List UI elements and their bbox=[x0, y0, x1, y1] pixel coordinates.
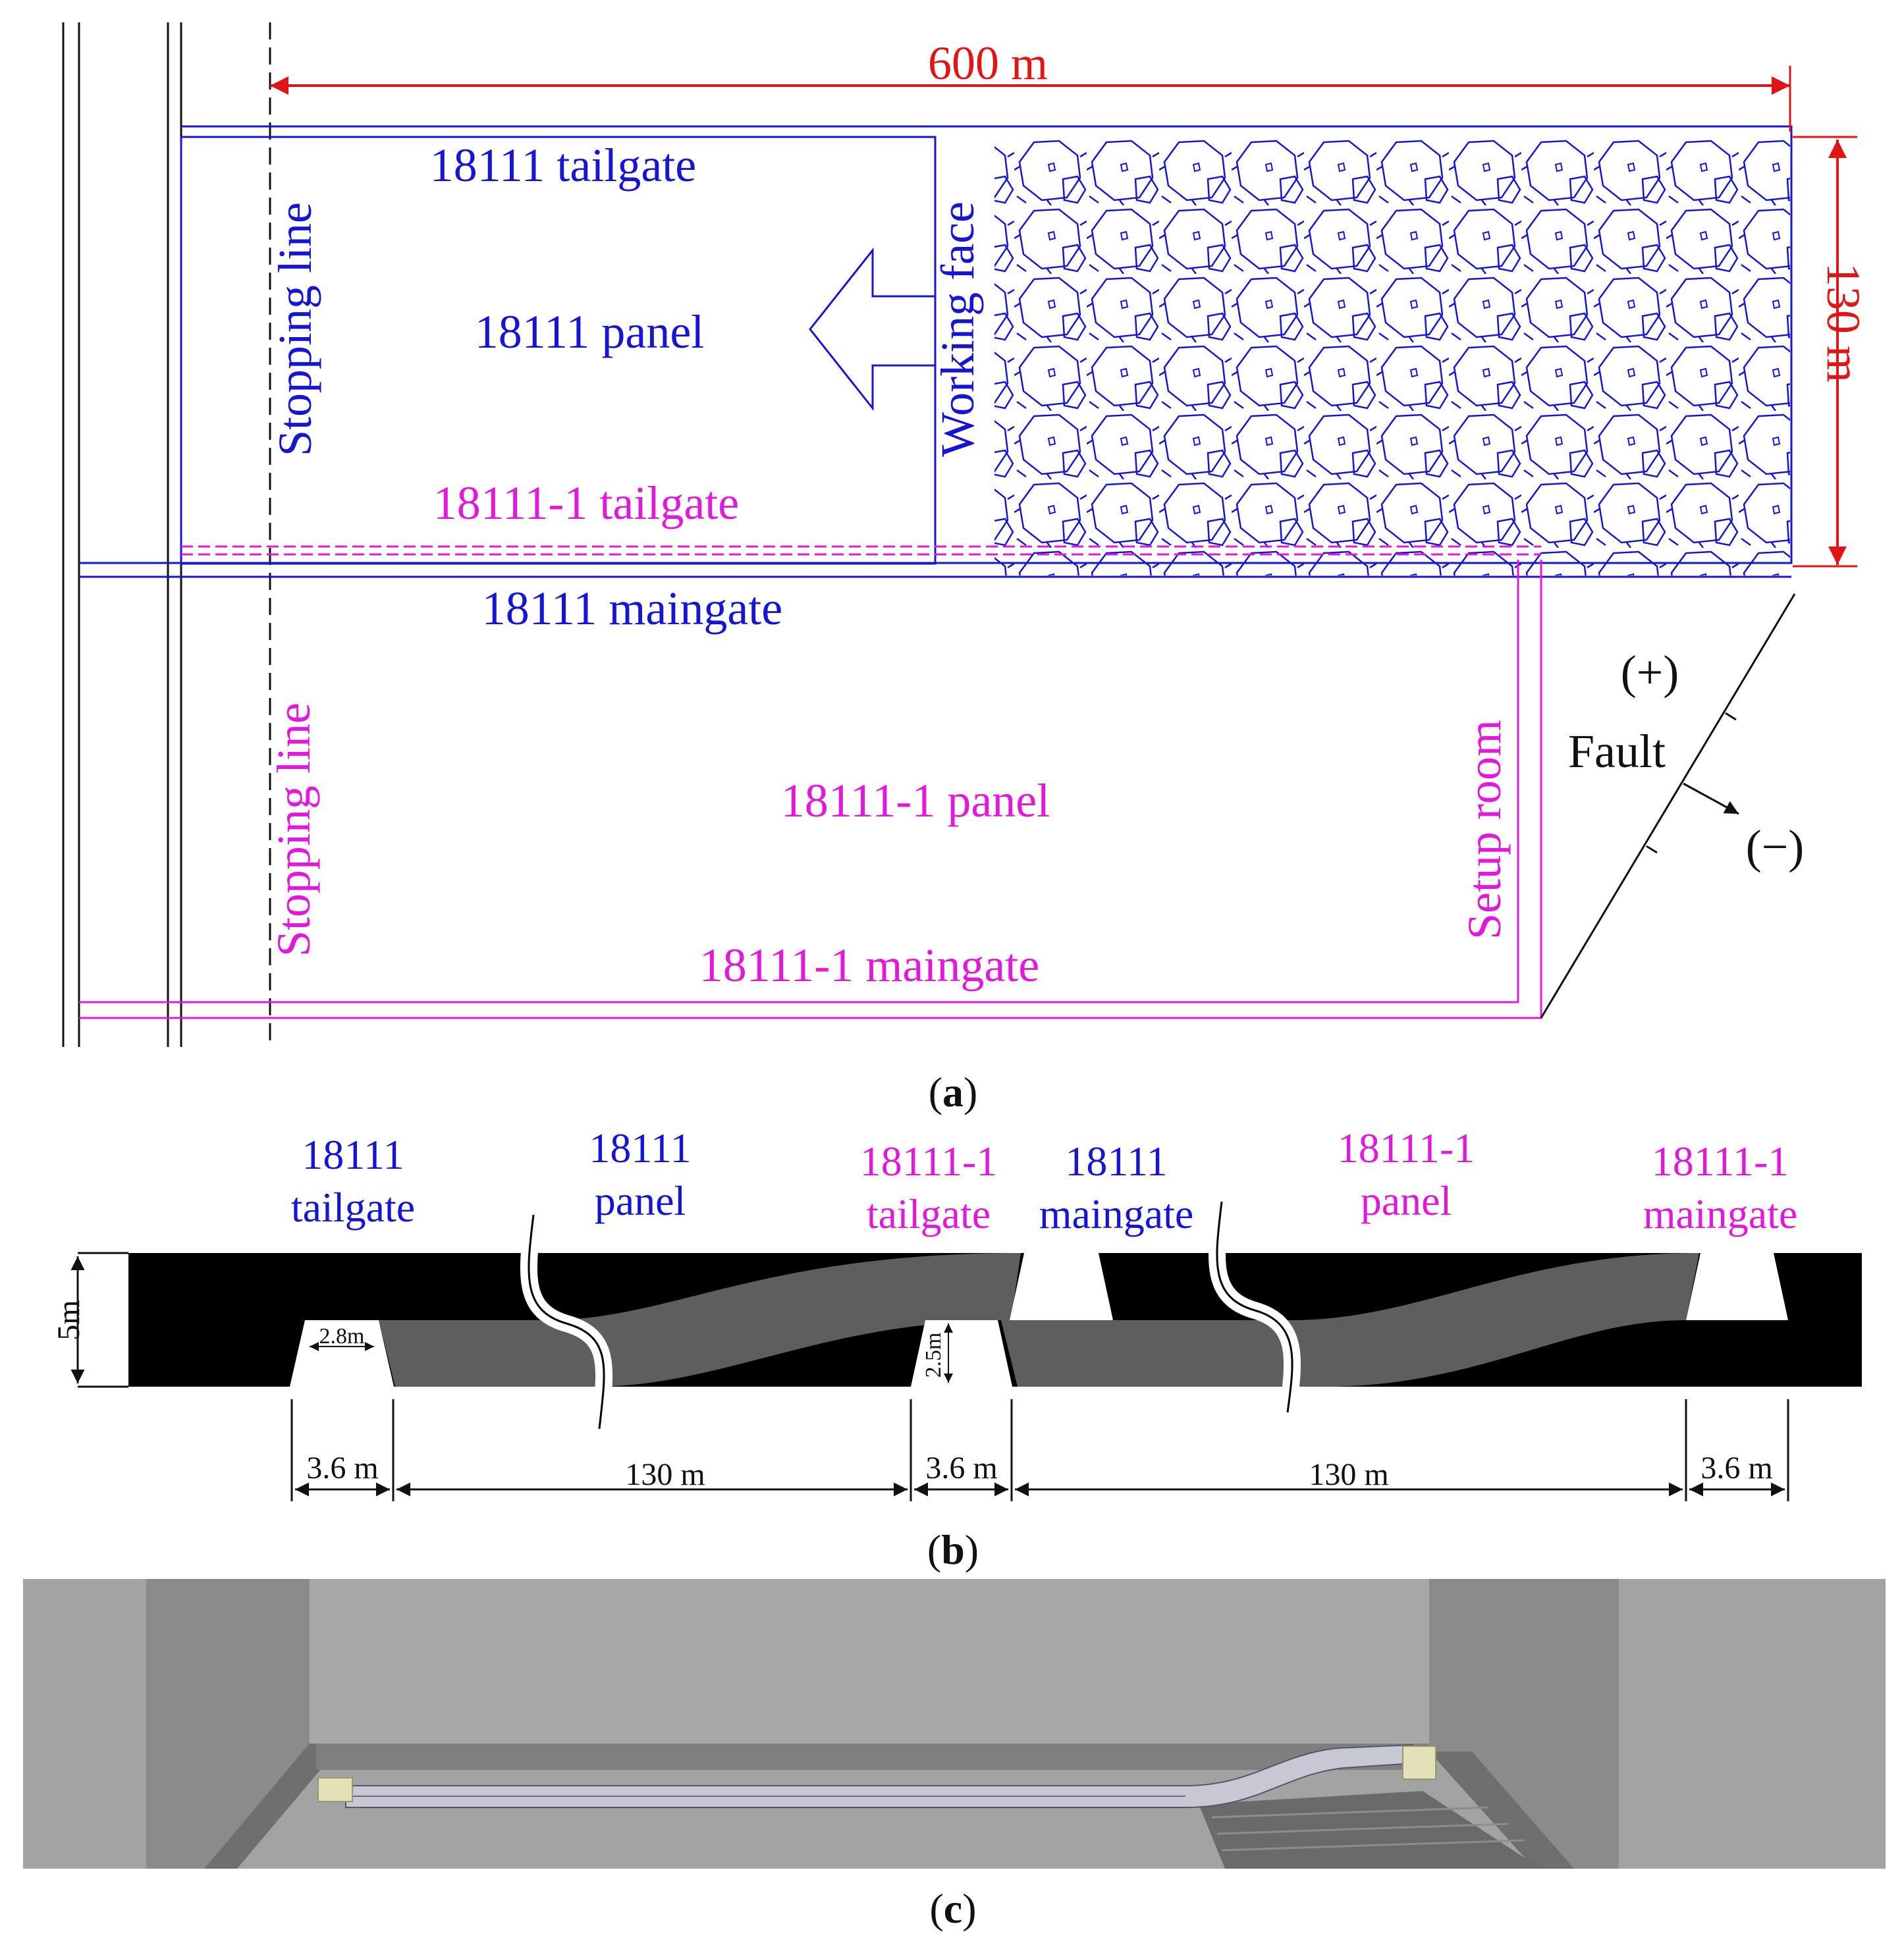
heading-18111-1-tailgate: 18111-1 tailgate bbox=[860, 1138, 998, 1237]
heading-18111-panel: 18111 panel bbox=[589, 1125, 691, 1224]
svg-text:18111-1: 18111-1 bbox=[1652, 1138, 1789, 1185]
roadway-18111-1-maingate bbox=[1686, 1253, 1788, 1320]
panel-c: (c) bbox=[23, 1579, 1886, 1932]
svg-text:tailgate: tailgate bbox=[291, 1184, 415, 1231]
panel-a: 600 m 130 m 18111 tailgate 18111 panel 1… bbox=[62, 22, 1870, 1115]
label-18111-1-maingate: 18111-1 maingate bbox=[699, 939, 1040, 992]
label-stopping-line-18111: Stopping line bbox=[269, 202, 321, 456]
svg-text:tailgate: tailgate bbox=[867, 1190, 991, 1237]
svg-text:18111: 18111 bbox=[302, 1131, 404, 1178]
dim-label-4: 130 m bbox=[1309, 1457, 1388, 1492]
roadway-18111-1-tailgate bbox=[911, 1320, 1012, 1387]
label-fault-minus: (−) bbox=[1746, 820, 1805, 873]
gob-zone-18111-1 bbox=[1001, 1253, 1699, 1387]
label-18111-tailgate: 18111 tailgate bbox=[430, 139, 697, 192]
roadway-18111-tailgate bbox=[290, 1320, 394, 1387]
gob-area bbox=[994, 137, 1790, 575]
heading-18111-maingate: 18111 maingate bbox=[1039, 1138, 1194, 1237]
svg-text:18111: 18111 bbox=[589, 1125, 691, 1171]
advance-arrow-icon bbox=[809, 247, 937, 412]
support-row bbox=[345, 1744, 1413, 1808]
svg-text:panel: panel bbox=[1361, 1177, 1452, 1224]
svg-text:18111-1: 18111-1 bbox=[860, 1138, 998, 1185]
svg-text:maingate: maingate bbox=[1643, 1190, 1798, 1237]
right-end-block bbox=[1402, 1746, 1436, 1780]
label-stopping-line-18111-1: Stopping line bbox=[267, 703, 320, 957]
panel-b: 18111 tailgate 18111 panel 18111-1 tailg… bbox=[51, 1125, 1862, 1573]
roadway-18111-maingate bbox=[1010, 1253, 1113, 1320]
caption-c: (c) bbox=[929, 1885, 976, 1932]
heading-18111-1-maingate: 18111-1 maingate bbox=[1643, 1138, 1798, 1237]
dim-label-1: 3.6 m bbox=[306, 1451, 378, 1485]
dimension-thickness bbox=[70, 1252, 128, 1388]
caption-b: (b) bbox=[927, 1526, 979, 1573]
svg-text:maingate: maingate bbox=[1039, 1190, 1194, 1237]
left-wall bbox=[146, 1579, 310, 1869]
label-fault: Fault bbox=[1568, 725, 1666, 778]
label-18111-1-tailgate: 18111-1 tailgate bbox=[433, 477, 740, 529]
left-end-block bbox=[317, 1777, 353, 1802]
caption-a: (a) bbox=[929, 1069, 978, 1115]
svg-text:18111-1: 18111-1 bbox=[1338, 1125, 1475, 1171]
label-roadway-width: 2.8m bbox=[319, 1324, 365, 1348]
label-18111-panel: 18111 panel bbox=[475, 306, 705, 358]
label-18111-1-panel: 18111-1 panel bbox=[781, 774, 1050, 827]
dimension-130-label: 130 m bbox=[1817, 263, 1870, 383]
heading-18111-1-panel: 18111-1 panel bbox=[1338, 1125, 1475, 1224]
dim-label-3: 3.6 m bbox=[925, 1451, 997, 1485]
dim-label-5: 3.6 m bbox=[1700, 1451, 1772, 1485]
label-setup-room: Setup room bbox=[1458, 720, 1511, 940]
bottom-dimension-lines bbox=[290, 1399, 1789, 1501]
label-18111-maingate: 18111 maingate bbox=[482, 582, 783, 635]
label-thickness: 5m bbox=[51, 1300, 86, 1340]
label-working-face: Working face bbox=[931, 201, 984, 457]
dim-label-2: 130 m bbox=[625, 1457, 705, 1492]
label-roadway-height: 2.5m bbox=[921, 1333, 946, 1378]
layered-strata bbox=[1199, 1791, 1541, 1869]
label-fault-plus: (+) bbox=[1621, 646, 1679, 699]
heading-18111-tailgate: 18111 tailgate bbox=[291, 1131, 415, 1231]
dimension-600-label: 600 m bbox=[928, 37, 1048, 90]
fault-line bbox=[1540, 593, 1796, 1019]
main-roadway-lines bbox=[62, 22, 182, 1047]
gob-zone-18111 bbox=[379, 1253, 1021, 1387]
svg-text:panel: panel bbox=[595, 1177, 686, 1224]
svg-text:18111: 18111 bbox=[1065, 1138, 1167, 1185]
